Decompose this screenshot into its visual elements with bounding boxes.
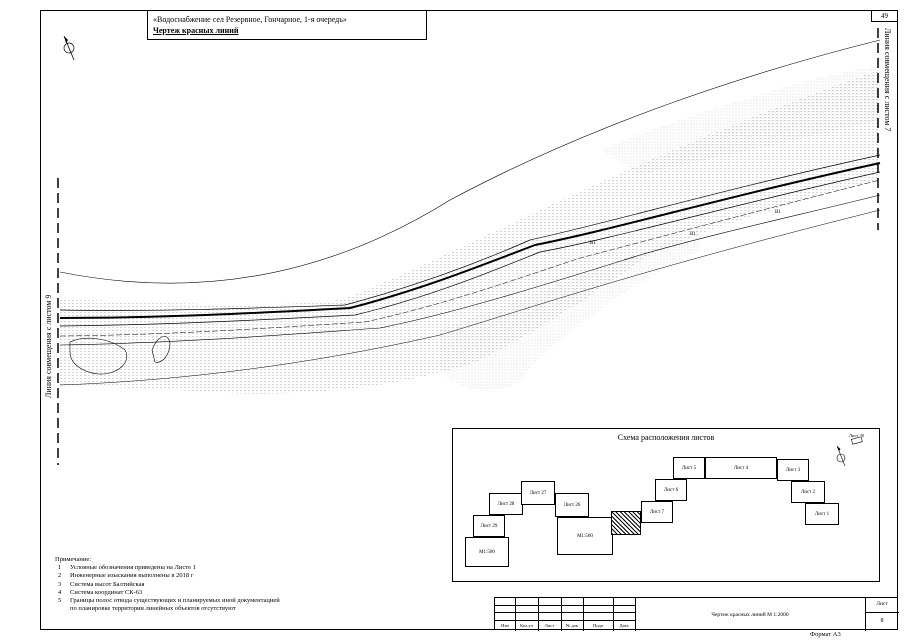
notes-heading: Примечание: bbox=[55, 556, 92, 563]
scheme-title: Схема расположения листов bbox=[617, 433, 715, 442]
scheme-sheet: Лист 4 bbox=[705, 457, 777, 479]
scheme-sheet: Лист 27 bbox=[521, 481, 555, 505]
pond-outline-2 bbox=[151, 336, 171, 363]
stamp-sheet-value: 8 bbox=[880, 618, 884, 624]
project-title: «Водоснабжение сел Резервное, Гончарное,… bbox=[153, 15, 347, 24]
stamp-col-label: № док bbox=[565, 623, 579, 628]
terrain-hatch-zone-3 bbox=[600, 65, 880, 175]
pond-outline bbox=[69, 337, 127, 375]
scheme-sheet: Лист 28 bbox=[489, 493, 523, 515]
scheme-sheet: Лист 29 bbox=[473, 515, 505, 537]
scheme-sheet: Лист 2 bbox=[791, 481, 825, 503]
pipe-label: В1 bbox=[775, 210, 781, 215]
stamp-col-label: Лист bbox=[544, 623, 555, 628]
stamp-col-label: Кол.уч bbox=[520, 623, 533, 628]
sheet-layout-scheme: Схема расположения листов Лист 29 М1:500… bbox=[452, 428, 880, 582]
scheme-sheet-label: Лист 30 bbox=[849, 433, 865, 438]
scheme-sheet-30-box bbox=[851, 437, 863, 445]
scheme-sheet: Лист 3 bbox=[777, 459, 809, 481]
drawing-frame bbox=[40, 10, 898, 630]
match-line-label-left: Линия совмещения с листом 9 bbox=[44, 294, 53, 398]
title-box: «Водоснабжение сел Резервное, Гончарное,… bbox=[147, 10, 427, 40]
north-arrow-icon bbox=[836, 445, 846, 467]
pipe-label: В1 bbox=[690, 232, 696, 237]
match-line-label-right: Линия совмещения с листом 7 bbox=[883, 28, 892, 132]
road-edge-bottom-2 bbox=[59, 179, 881, 337]
north-arrow-icon bbox=[63, 35, 75, 61]
stamp-col-label: Подп bbox=[592, 623, 604, 628]
red-line-boundary-upper bbox=[59, 39, 881, 284]
top-sheet-number: 49 bbox=[871, 10, 898, 22]
format-label: Формат А3 bbox=[810, 631, 841, 638]
scheme-sheet: Лист 26 bbox=[555, 493, 589, 517]
note-item: по планировке территории линейных объект… bbox=[70, 605, 236, 613]
scheme-sheet: М1:500 bbox=[557, 517, 613, 555]
lower-boundary bbox=[59, 209, 881, 386]
stamp-sheet-label: Лист bbox=[876, 601, 888, 607]
road-edge-bottom bbox=[59, 171, 881, 327]
scheme-sheet: Лист 5 bbox=[673, 457, 705, 479]
stamp-title: Чертеж красных линий М 1:2000 bbox=[711, 611, 789, 618]
scheme-sheet-current bbox=[611, 511, 641, 535]
terrain-hatch-zone-2 bbox=[440, 230, 700, 391]
stamp-col-label: Дата bbox=[619, 623, 629, 628]
scheme-sheet: Лист 1 bbox=[805, 503, 839, 525]
drawing-title: Чертеж красных линий bbox=[153, 26, 239, 35]
scheme-sheet: Лист 6 bbox=[655, 479, 687, 501]
scheme-sheet: Лист 7 bbox=[641, 501, 673, 523]
road-main-line bbox=[59, 162, 881, 319]
road-edge-top bbox=[59, 154, 881, 311]
title-block-stamp: Изм Кол.уч Лист № док Подп Дата Чертеж к… bbox=[494, 597, 899, 631]
pipe-line bbox=[59, 194, 881, 346]
pipe-label: В1 bbox=[590, 241, 596, 246]
stamp-col-label: Изм bbox=[501, 623, 509, 628]
scheme-sheet: М1:500 bbox=[465, 537, 509, 567]
